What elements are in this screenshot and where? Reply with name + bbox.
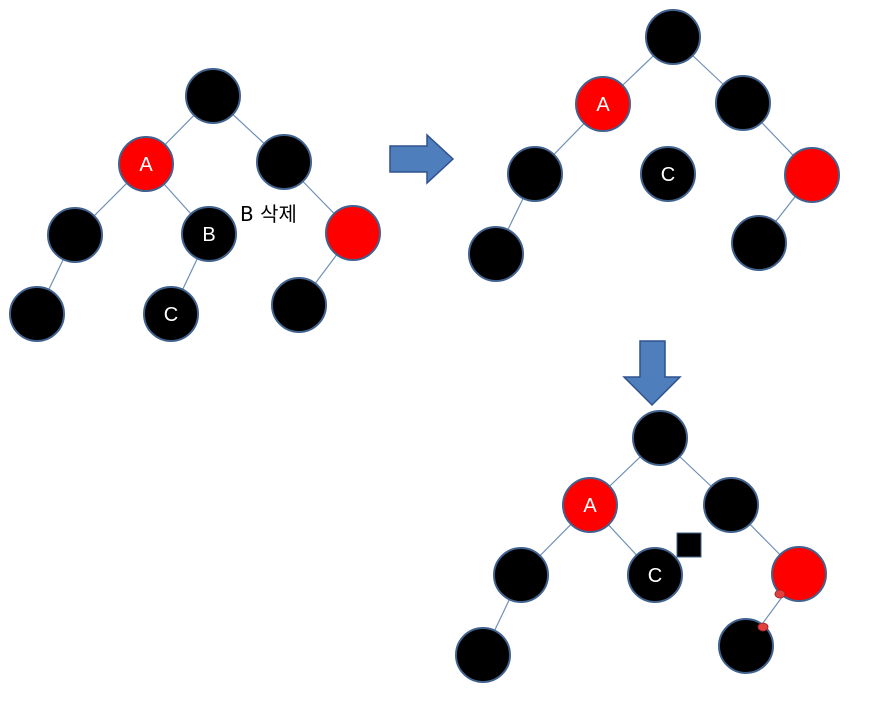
black-node-circle: [715, 75, 771, 131]
tree-before-node-B: B: [181, 206, 237, 262]
tree-after-step1-node-A-left: [507, 146, 563, 202]
black-node-circle: [181, 206, 237, 262]
tree-after-step2-node-A-left-left: [455, 627, 511, 683]
tree-after-step2-node-A: A: [562, 477, 618, 533]
red-node-circle: [575, 76, 631, 132]
tree-after-step1-node-A-left-left: [468, 226, 524, 282]
black-node-circle: [185, 68, 241, 124]
black-node-circle: [640, 146, 696, 202]
red-node-circle: [562, 477, 618, 533]
node-label-C: C: [164, 304, 178, 326]
tree-after-step1-node-root: [645, 9, 701, 65]
tree-after-step2-node-right-right: [771, 546, 827, 602]
delete-b-caption: B 삭제: [240, 202, 297, 226]
node-label-A: A: [583, 495, 597, 517]
tree-after-step2-node-root: [632, 410, 688, 466]
tree-before-node-A-left: [47, 207, 103, 263]
black-node-circle: [731, 215, 787, 271]
node-label-A: A: [596, 94, 610, 116]
tree-after-step2-node-right: [703, 477, 759, 533]
tree-before-node-A-left-left: [9, 286, 65, 342]
tree-before-node-A: A: [118, 136, 174, 192]
edge-handle-dot-1: [774, 589, 786, 599]
black-node-circle: [718, 618, 774, 674]
tree-before-node-C: C: [143, 286, 199, 342]
black-node-circle: [47, 207, 103, 263]
red-node-circle: [118, 136, 174, 192]
red-node-circle: [325, 205, 381, 261]
tree-before-node-root: [185, 68, 241, 124]
black-node-circle: [632, 410, 688, 466]
red-node-circle: [784, 147, 840, 203]
black-node-circle: [468, 226, 524, 282]
tree-after-step2-node-right-right-left: [718, 618, 774, 674]
black-node-circle: [271, 277, 327, 333]
black-node-circle: [256, 134, 312, 190]
black-node-circle: [645, 9, 701, 65]
red-node-circle: [771, 546, 827, 602]
black-node-circle: [703, 477, 759, 533]
tree-after-step1-node-right: [715, 75, 771, 131]
black-node-circle: [627, 547, 683, 603]
black-node-circle: [507, 146, 563, 202]
tree-before-node-right-right-left: [271, 277, 327, 333]
arrow-down-icon: [622, 340, 682, 407]
tree-after-step2-node-A-left: [493, 547, 549, 603]
tree-after-step1-node-right-right-left: [731, 215, 787, 271]
tree-before-node-right-right: [325, 205, 381, 261]
node-label-C: C: [648, 565, 662, 587]
node-label-C: C: [661, 164, 675, 186]
black-node-circle: [455, 627, 511, 683]
node-label-A: A: [139, 154, 153, 176]
tree-after-step2-node-C: C: [627, 547, 683, 603]
black-node-circle: [143, 286, 199, 342]
tree-before-node-right: [256, 134, 312, 190]
tree-after-step1-node-C: C: [640, 146, 696, 202]
edge-handle-dot-2: [757, 622, 769, 632]
node-label-B: B: [202, 224, 215, 246]
nil-square-marker: [676, 532, 702, 558]
tree-after-step1-node-A: A: [575, 76, 631, 132]
tree-after-step1-node-right-right: [784, 147, 840, 203]
black-node-circle: [9, 286, 65, 342]
arrow-right-icon: [389, 133, 455, 185]
black-node-circle: [493, 547, 549, 603]
